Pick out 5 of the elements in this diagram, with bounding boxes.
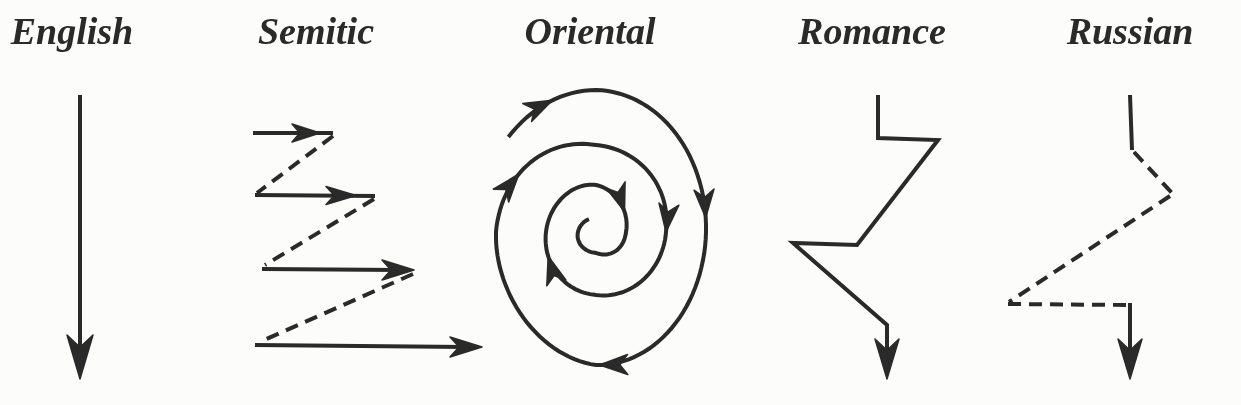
column-heading: Semitic <box>257 9 375 54</box>
column-heading: Oriental <box>524 9 656 54</box>
column-heading: Romance <box>798 9 946 54</box>
column-heading: Russian <box>1066 9 1194 54</box>
column-heading: English <box>10 9 134 54</box>
